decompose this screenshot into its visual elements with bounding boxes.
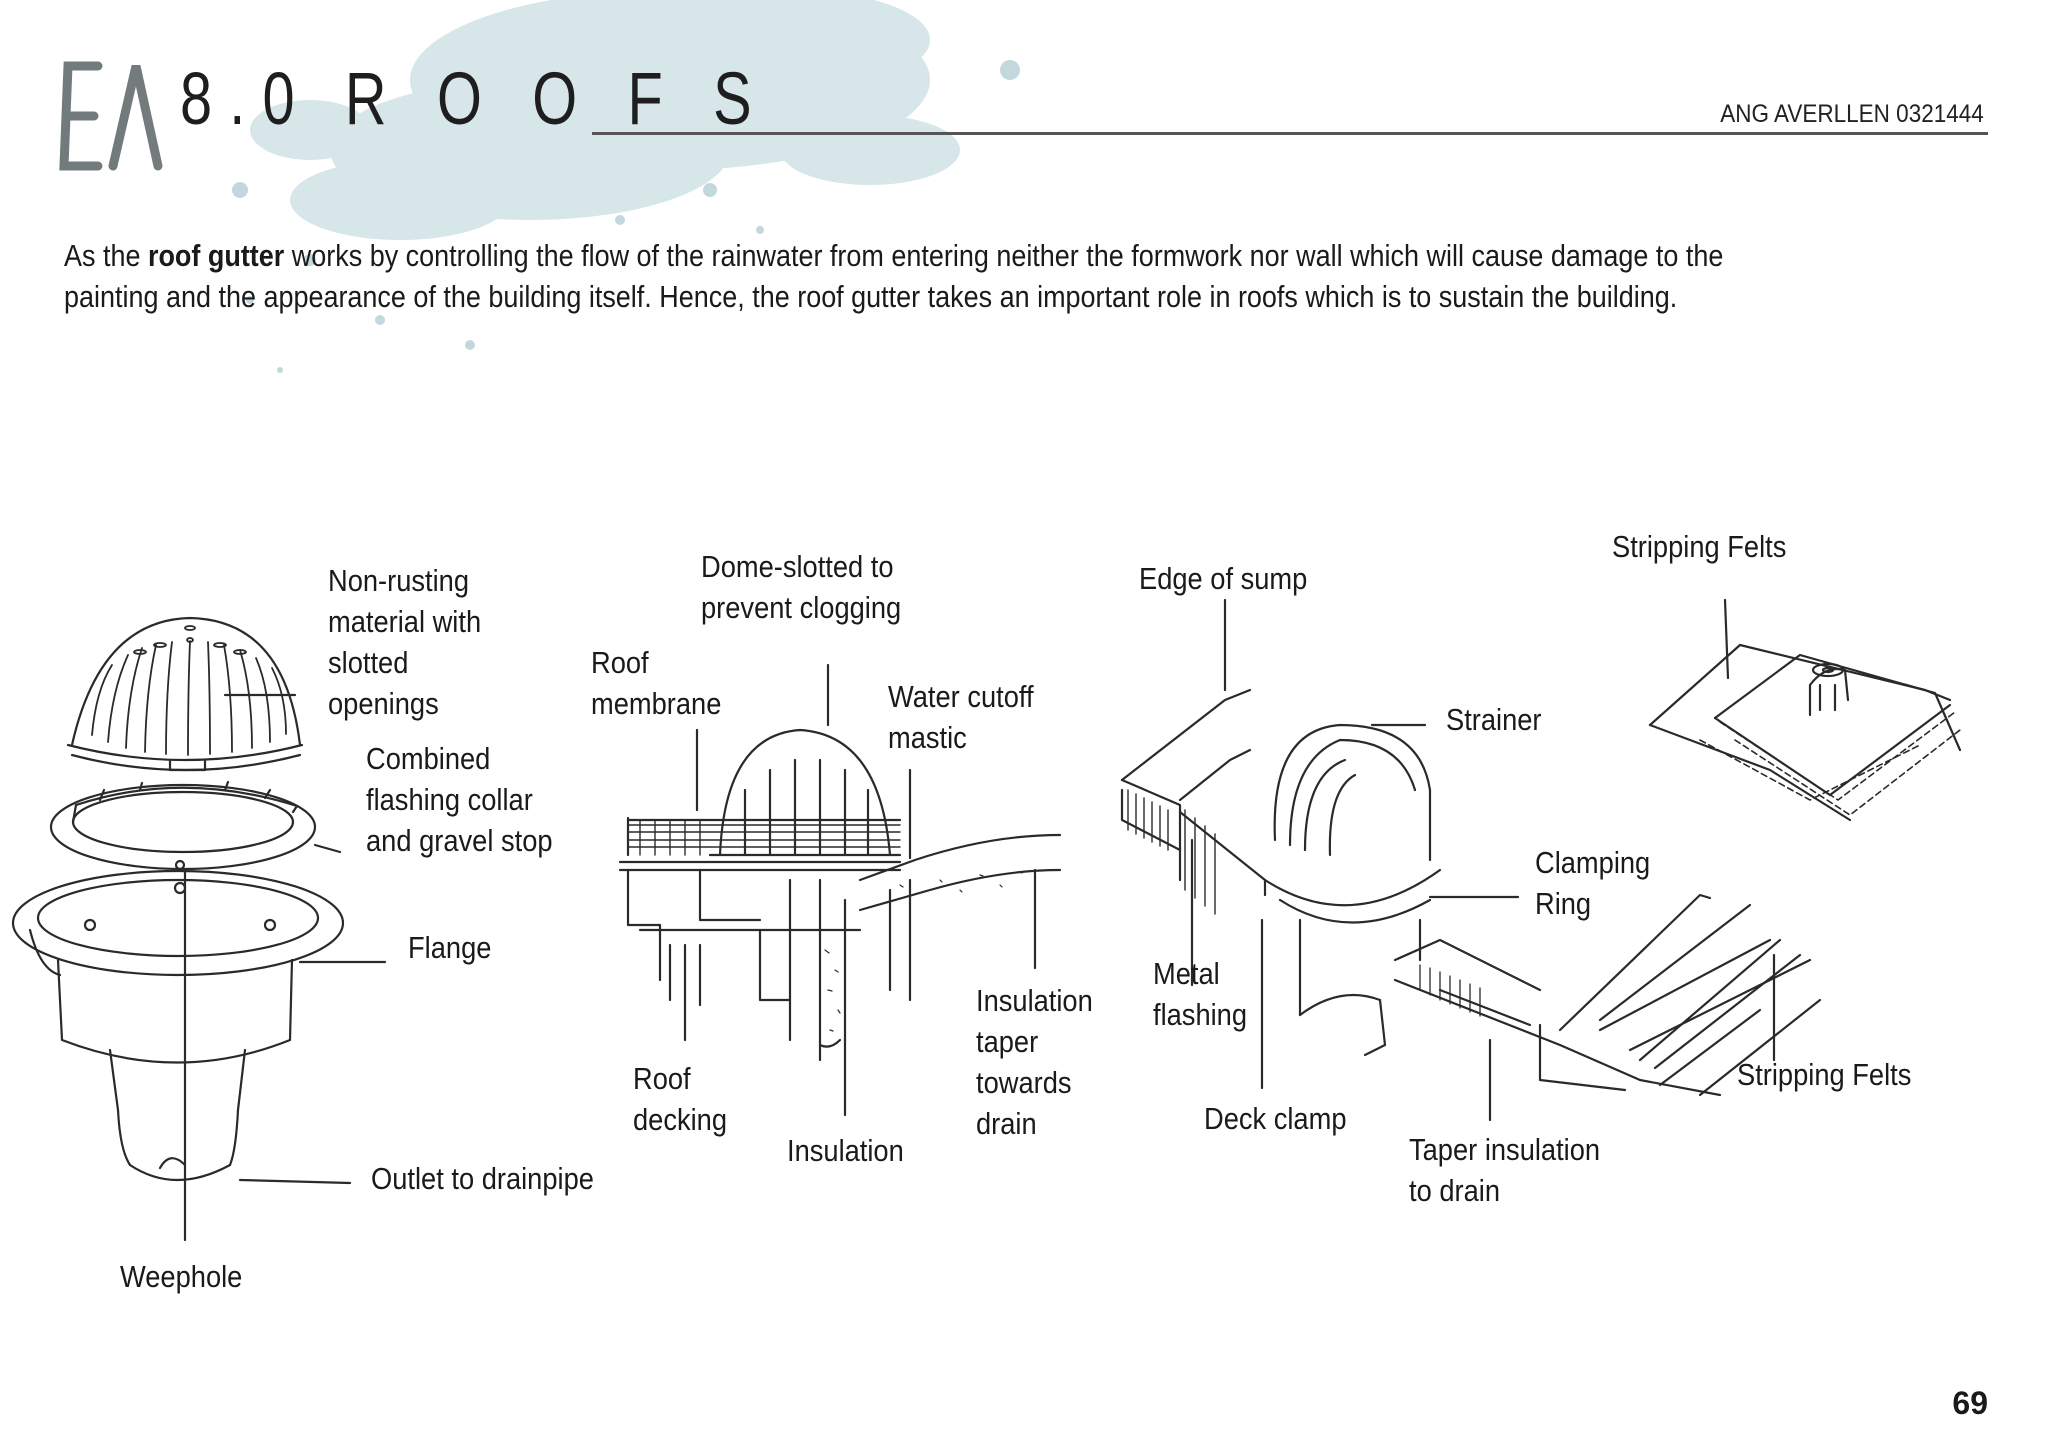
author-name: ANG AVERLLEN 0321444	[1720, 100, 1984, 128]
label-roof-decking: Roof decking	[633, 1058, 727, 1140]
page-title: 8.0 R O O F S	[180, 57, 769, 140]
label-outlet: Outlet to drainpipe	[371, 1161, 594, 1196]
label-dome-slotted: Dome-slotted to prevent clogging	[701, 546, 901, 628]
label-deck-clamp: Deck clamp	[1204, 1101, 1347, 1136]
label-line: Metal	[1153, 956, 1220, 991]
label-stripping-felts-bottom: Stripping Felts	[1737, 1057, 1912, 1092]
label-clamping-ring: Clamping Ring	[1535, 842, 1650, 924]
label-line: membrane	[591, 686, 722, 721]
label-line: prevent clogging	[701, 590, 902, 625]
label-metal-flashing: Metal flashing	[1153, 953, 1247, 1035]
label-line: Roof	[633, 1061, 691, 1096]
drain-section-drawing	[618, 663, 1062, 1117]
label-line: Water cutoff	[888, 679, 1034, 714]
label-combined-collar: Combined flashing collar and gravel stop	[366, 738, 553, 861]
label-line: Ring	[1535, 886, 1592, 921]
label-line: to drain	[1409, 1173, 1500, 1208]
label-non-rusting: Non-rusting material with slotted openin…	[328, 560, 481, 724]
label-water-cutoff: Water cutoff mastic	[888, 676, 1034, 758]
stripping-felts-drawing	[1648, 598, 1962, 822]
watercolor-splash	[232, 0, 1020, 373]
label-taper-insulation: Taper insulation to drain	[1409, 1129, 1600, 1211]
label-line: Taper insulation	[1409, 1132, 1601, 1167]
label-line: Roof	[591, 645, 649, 680]
intro-bold-term: roof gutter	[147, 238, 285, 273]
label-line: Non-rusting	[328, 563, 470, 598]
label-line: decking	[633, 1102, 728, 1137]
label-line: Combined	[366, 741, 491, 776]
label-line: Insulation	[976, 983, 1093, 1018]
label-line: slotted	[328, 645, 409, 680]
label-line: Clamping	[1535, 845, 1651, 880]
label-flange: Flange	[408, 930, 492, 965]
title-underline	[592, 132, 1988, 135]
label-line: towards	[976, 1065, 1072, 1100]
ea-logo-icon	[59, 61, 163, 171]
intro-paragraph: As the roof gutter works by controlling …	[64, 235, 1752, 317]
label-insulation: Insulation	[787, 1133, 904, 1168]
exploded-drain-drawing	[11, 616, 387, 1242]
label-line: and gravel stop	[366, 823, 553, 858]
label-line: material with	[328, 604, 482, 639]
label-line: flashing	[1153, 997, 1248, 1032]
label-strainer: Strainer	[1446, 702, 1542, 737]
sump-isometric-drawing	[1120, 598, 1822, 1122]
intro-lead: As the	[64, 238, 148, 273]
label-edge-of-sump: Edge of sump	[1139, 561, 1308, 596]
label-line: mastic	[888, 720, 967, 755]
label-line: Dome-slotted to	[701, 549, 894, 584]
label-line: openings	[328, 686, 439, 721]
label-roof-membrane: Roof membrane	[591, 642, 721, 724]
label-weephole: Weephole	[120, 1259, 243, 1294]
label-stripping-felts-top: Stripping Felts	[1612, 529, 1787, 564]
label-line: flashing collar	[366, 782, 533, 817]
label-insulation-taper: Insulation taper towards drain	[976, 980, 1093, 1144]
label-line: drain	[976, 1106, 1037, 1141]
intro-rest: works by controlling the flow of the rai…	[64, 238, 1724, 314]
page-number: 69	[1952, 1385, 1988, 1421]
label-line: taper	[976, 1024, 1039, 1059]
